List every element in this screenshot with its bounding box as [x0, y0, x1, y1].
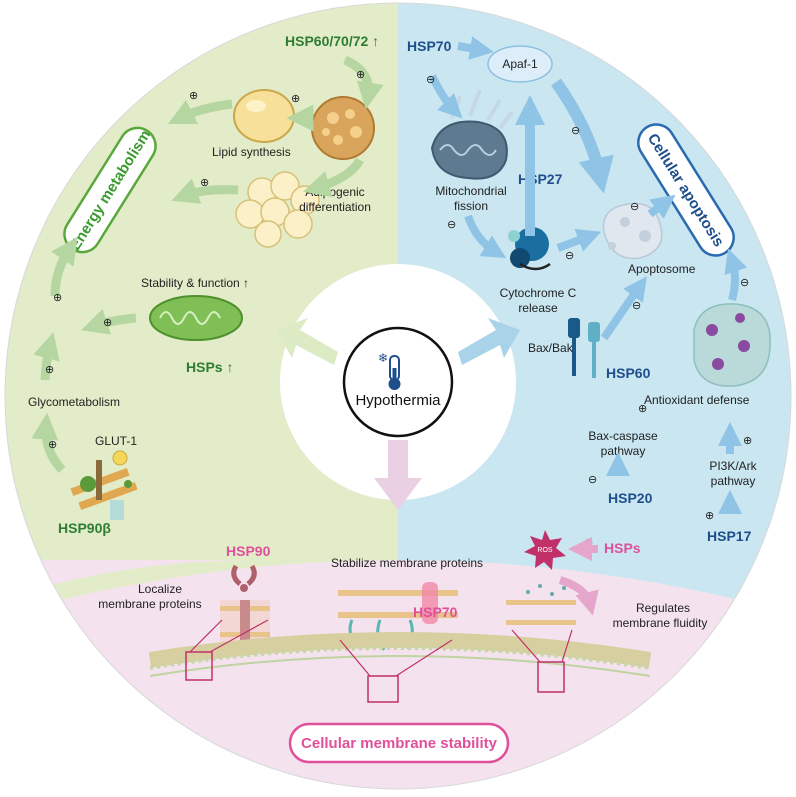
glut1-icon — [70, 450, 138, 520]
minus-sign: ⊖ — [740, 277, 749, 289]
plus-sign: ⊕ — [638, 403, 647, 415]
pi3k-label-2: pathway — [711, 474, 756, 488]
antioxidant-label: Antioxidant defense — [644, 393, 750, 407]
plus-sign: ⊕ — [103, 317, 112, 329]
bax-bak-icon — [568, 318, 600, 378]
adipogenic-label-2: differentiation — [299, 200, 371, 214]
hsp90-protein-icon — [231, 564, 257, 592]
bax-caspase-label-1: Bax-caspase — [588, 429, 658, 443]
svg-text:❄: ❄ — [378, 351, 388, 365]
zoom-box — [185, 651, 213, 681]
apoptosis-hsp27: HSP27 — [518, 171, 563, 187]
arrow-to-apoptosis — [458, 318, 520, 365]
membrane-hsps: HSPs — [604, 540, 641, 556]
apoptosis-hsp60: HSP60 — [606, 365, 651, 381]
cytc-label-1: Cytochrome C — [500, 286, 577, 300]
cytc-label-2: release — [518, 301, 558, 315]
mito-fission-label-1: Mitochondrial — [435, 184, 506, 198]
lipid-droplet-icon — [233, 89, 295, 143]
plus-sign: ⊕ — [291, 93, 300, 105]
thermometer-icon: ❄ — [378, 351, 401, 390]
fluidity-label-2: membrane fluidity — [613, 616, 708, 630]
antioxidant-cell-icon — [693, 303, 771, 387]
fluidity-label-1: Regulates — [636, 601, 690, 615]
mitochondrion-icon — [149, 295, 243, 341]
energy-hsp90b: HSP90β — [58, 520, 111, 536]
minus-sign: ⊖ — [426, 74, 435, 86]
glycometabolism-label: Glycometabolism — [28, 395, 120, 409]
zoom-box — [367, 675, 399, 703]
arrow-to-membrane — [374, 440, 422, 510]
apoptosis-hsp20: HSP20 — [608, 490, 653, 506]
adipocyte-cluster-icon — [235, 171, 320, 248]
zoom-box — [537, 661, 565, 693]
arrow-to-energy — [276, 318, 338, 365]
pi3k-label-1: PI3K/Ark — [709, 459, 757, 473]
bax-bak-label: Bax/Bak — [528, 341, 574, 355]
membrane-hsp90: HSP90 — [226, 543, 271, 559]
plus-sign: ⊕ — [705, 510, 714, 522]
minus-sign: ⊖ — [447, 219, 456, 231]
ros-label: ROS — [537, 547, 553, 554]
membrane-fluidity-icon — [506, 584, 576, 625]
cell-membrane-arc — [148, 632, 652, 677]
energy-hsps: HSPs ↑ — [186, 359, 233, 375]
bax-caspase-label-2: pathway — [601, 444, 646, 458]
minus-sign: ⊖ — [630, 201, 639, 213]
minus-sign: ⊖ — [632, 300, 641, 312]
minus-sign: ⊖ — [565, 250, 574, 262]
hypothermia-label: Hypothermia — [355, 392, 441, 409]
plus-sign: ⊕ — [200, 177, 209, 189]
plus-sign: ⊕ — [743, 435, 752, 447]
lipid-synthesis-label: Lipid synthesis — [212, 145, 291, 159]
adipogenic-label-1: Adipogenic — [305, 185, 364, 199]
apoptosis-hsp70: HSP70 — [407, 38, 452, 54]
plus-sign: ⊕ — [45, 364, 54, 376]
stability-label: Stability & function ↑ — [141, 276, 249, 290]
apaf1-bubble — [487, 45, 553, 83]
apoptosis-hsp17: HSP17 — [707, 528, 752, 544]
cytochrome-c-icon — [508, 227, 551, 271]
minus-sign: ⊖ — [588, 474, 597, 486]
localize-label-2: membrane proteins — [98, 597, 201, 611]
mito-fission-label-2: fission — [454, 199, 488, 213]
plus-sign: ⊕ — [48, 439, 57, 451]
stabilize-label: Stabilize membrane proteins — [331, 556, 483, 570]
localize-label-1: Localize — [138, 582, 182, 596]
energy-hsp-top: HSP60/70/72 ↑ — [285, 33, 379, 49]
membrane-channel-icon — [220, 600, 270, 644]
minus-sign: ⊖ — [571, 125, 580, 137]
plus-sign: ⊕ — [356, 69, 365, 81]
plus-sign: ⊕ — [189, 90, 198, 102]
ros-burst-icon — [524, 530, 566, 570]
adipocyte-icon — [311, 96, 375, 160]
membrane-title: Cellular membrane stability — [301, 735, 498, 752]
plus-sign: ⊕ — [53, 292, 62, 304]
membrane-title-pill — [288, 722, 510, 764]
membrane-hsp70: HSP70 — [413, 604, 458, 620]
apoptosome-icon — [602, 202, 663, 260]
apaf1-label: Apaf-1 — [502, 57, 538, 71]
glut1-label: GLUT-1 — [95, 434, 137, 448]
apoptosome-label: Apoptosome — [628, 262, 696, 276]
